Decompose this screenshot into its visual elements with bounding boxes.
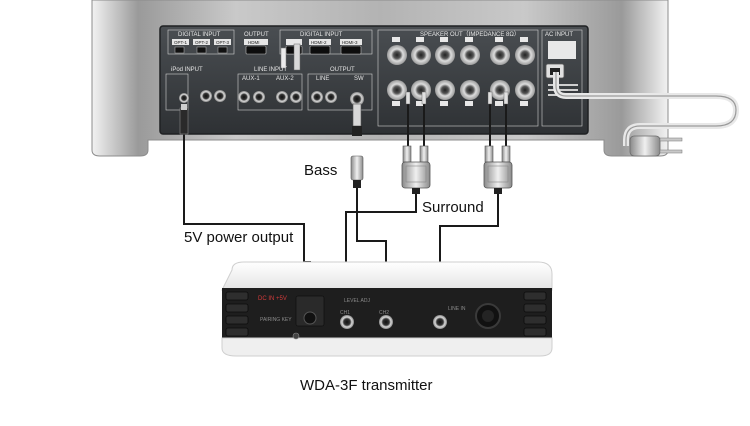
speaker-terminals-top	[387, 45, 535, 65]
ch1-label: CH1	[340, 310, 350, 316]
bass-cable	[356, 188, 387, 275]
ac-input: AC INPUT	[541, 29, 583, 127]
opt1-label: OPT-1	[174, 40, 188, 45]
ipod-input: iPod INPUT	[165, 67, 226, 111]
opt2-label: OPT-2	[195, 40, 209, 45]
digital-input-label: DIGITAL INPUT	[178, 32, 221, 38]
bass-label: Bass	[304, 162, 337, 179]
surround-adapter-right	[483, 145, 513, 194]
sw-label: SW	[354, 76, 364, 82]
dc-in-jack-housing	[295, 295, 325, 327]
wda-3f-transmitter: DC IN +5V PAIRING KEY LEVEL ADJ CH1 CH2 …	[221, 261, 553, 357]
side-grips	[225, 291, 547, 337]
speaker-outputs: SPEAKER OUT（IMPEDANCE 8Ω）	[377, 29, 539, 127]
transmitter-label: WDA-3F transmitter	[300, 377, 433, 394]
power-output-label: 5V power output	[184, 229, 294, 246]
hdmi-label: HDMI	[248, 40, 260, 45]
line-label: LINE	[316, 76, 329, 82]
receiver: DIGITAL INPUT OPT-1 OPT-2 OPT-3 OUTPUT H…	[91, 0, 669, 157]
surround-label: Surround	[422, 199, 484, 216]
ch2-label: CH2	[379, 310, 389, 316]
dc-in-label: DC IN +5V	[258, 296, 287, 302]
surround-cable-left	[345, 192, 417, 275]
digital-input-right-label: DIGITAL INPUT	[300, 32, 343, 38]
bass-rca-plug	[350, 155, 364, 181]
surround-cable-right	[439, 192, 499, 275]
ch2-jack	[379, 315, 393, 329]
output-label: OUTPUT	[244, 32, 269, 38]
ac-input-label: AC INPUT	[545, 32, 573, 38]
aux1-label: AUX-1	[242, 76, 260, 82]
hdmi2-label: HDMI-2	[311, 40, 327, 45]
transmitter-bottom-shell	[221, 337, 553, 357]
aux2-label: AUX-2	[276, 76, 294, 82]
line-in-label: LINE IN	[448, 306, 466, 312]
dc-in-jack	[303, 311, 317, 325]
opt3-label: OPT-3	[216, 40, 230, 45]
hdmi-inputs: DIGITAL INPUT HDMI-2 HDMI-3	[279, 29, 373, 71]
pairing-key-label: PAIRING KEY	[260, 317, 292, 323]
line-inputs: LINE INPUT AUX-1 AUX-2	[237, 67, 303, 111]
speaker-polarity-tags	[392, 37, 528, 106]
output-pre-label: OUTPUT	[330, 67, 355, 73]
ipod-input-label: iPod INPUT	[171, 67, 203, 73]
optical-inputs: DIGITAL INPUT OPT-1 OPT-2 OPT-3	[167, 29, 235, 55]
hdmi-output: OUTPUT HDMI	[244, 32, 269, 55]
ch1-jack	[340, 315, 354, 329]
transmitter-top-shell	[221, 261, 553, 291]
pre-outputs: OUTPUT LINE SW	[307, 67, 373, 111]
line-input-label: LINE INPUT	[254, 67, 287, 73]
receiver-rear-panel	[159, 25, 589, 135]
ac-power-cord	[553, 72, 740, 157]
pairing-key-button[interactable]	[292, 332, 300, 340]
surround-adapter-left	[401, 145, 431, 194]
speaker-out-label: SPEAKER OUT（IMPEDANCE 8Ω）	[420, 31, 520, 38]
power-cable	[183, 130, 311, 275]
hdmi3-label: HDMI-3	[342, 40, 358, 45]
level-adj-label: LEVEL ADJ	[344, 298, 370, 304]
line-in-jack	[433, 315, 447, 329]
ac-plug	[629, 135, 661, 157]
